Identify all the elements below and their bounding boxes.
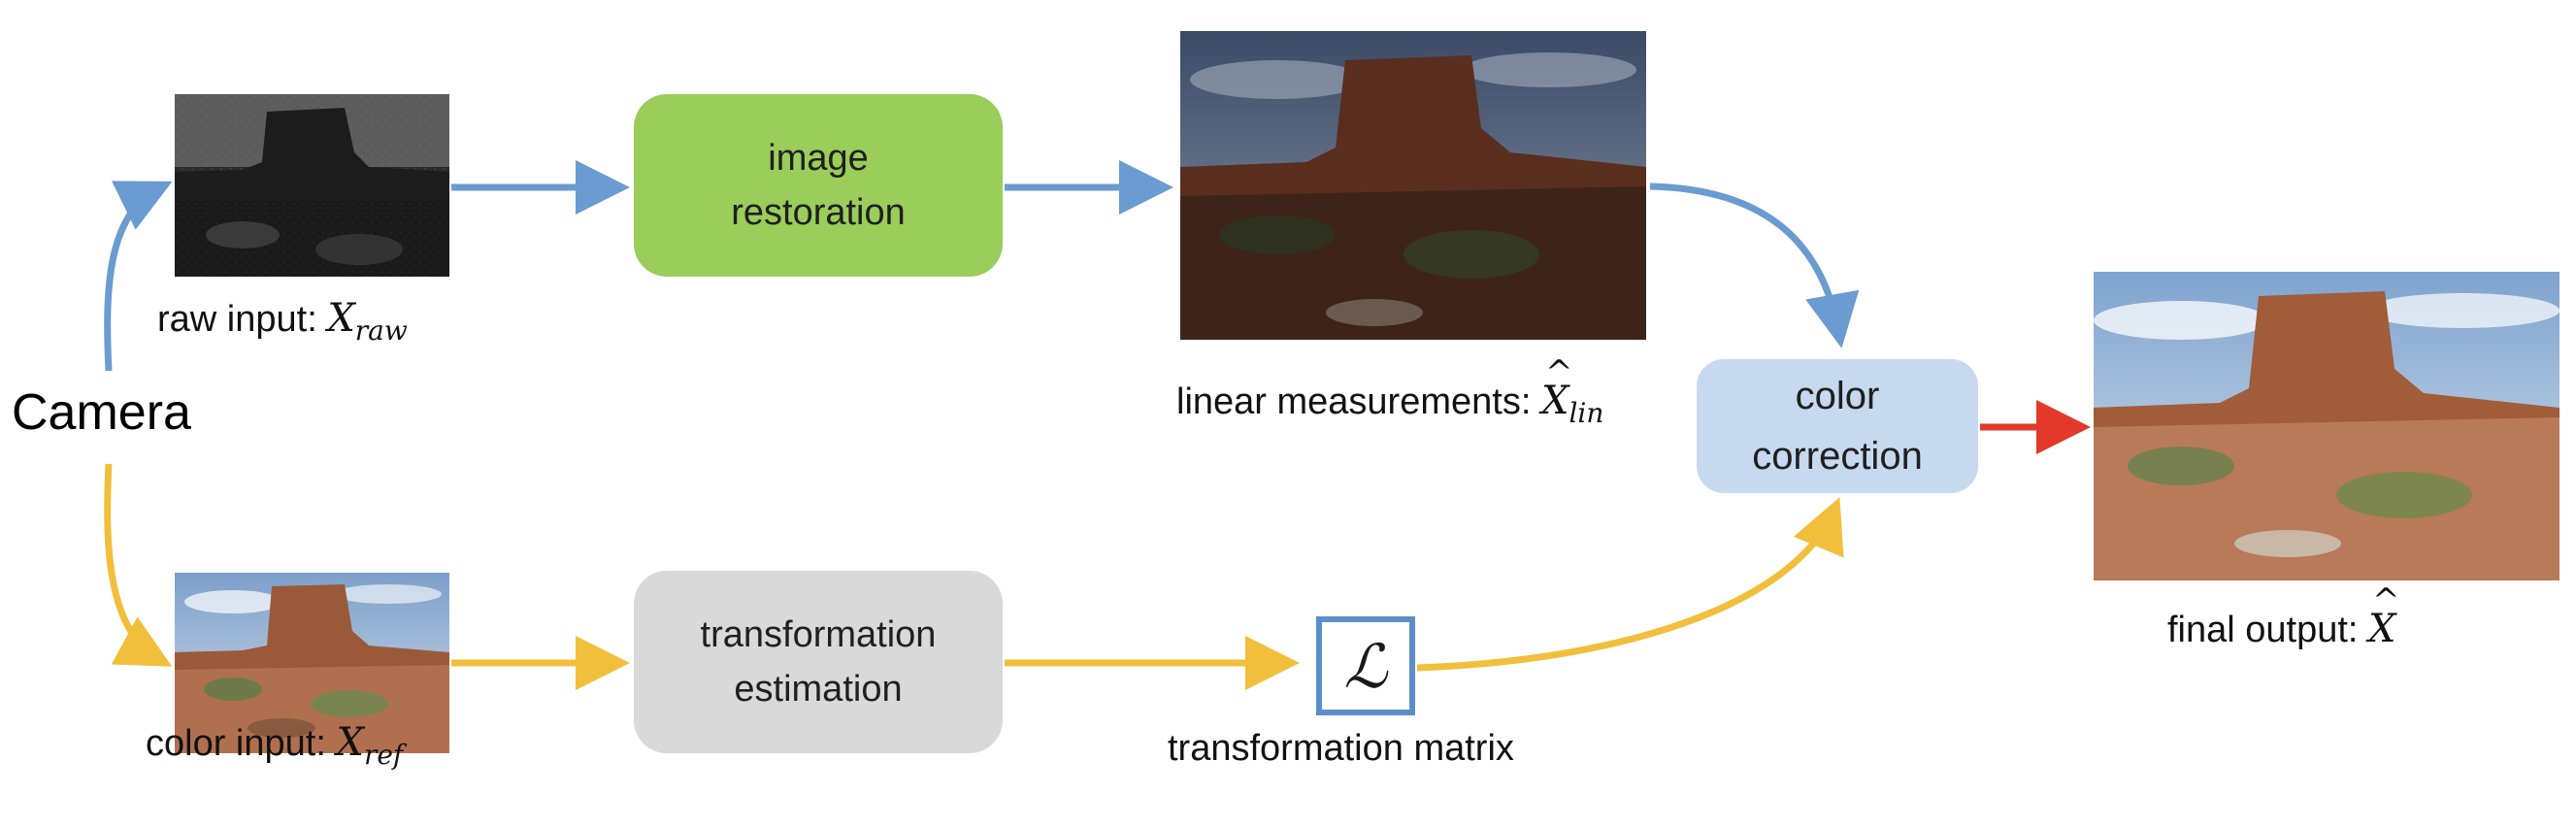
raw-input-symbol: Xraw bbox=[327, 296, 408, 347]
arrow-camera-to-color bbox=[104, 463, 173, 667]
arrow-matrix-to-correction bbox=[1416, 497, 1844, 672]
color-correction-line2: correction bbox=[1752, 435, 1923, 478]
linear-measurements-text: linear measurements: bbox=[1176, 381, 1532, 422]
transformation-matrix-caption: transformation matrix bbox=[1168, 728, 1514, 769]
raw-input-text: raw input: bbox=[157, 299, 317, 340]
final-output-symbol: X bbox=[2368, 581, 2400, 651]
camera-label: Camera bbox=[12, 384, 191, 441]
color-correction-line1: color bbox=[1795, 375, 1880, 417]
color-input-symbol: Xref bbox=[336, 720, 404, 771]
arrow-linear-to-correction bbox=[1649, 182, 1860, 348]
image-restoration-line2: restoration bbox=[731, 192, 906, 233]
color-correction-block: color correction bbox=[1697, 359, 1978, 493]
final-output-text: final output: bbox=[2167, 610, 2359, 650]
color-input-text: color input: bbox=[146, 723, 326, 764]
transformation-estimation-line1: transformation bbox=[700, 614, 937, 655]
color-input-label: color input: Xref bbox=[146, 720, 403, 771]
final-output-label: final output: X bbox=[2167, 581, 2400, 651]
color-input-image bbox=[175, 573, 449, 753]
image-restoration-line1: image bbox=[768, 138, 869, 179]
raw-input-image bbox=[175, 94, 449, 277]
linear-measurements-image bbox=[1180, 31, 1646, 340]
transformation-estimation-line2: estimation bbox=[734, 669, 903, 710]
linear-measurements-symbol: Xlin bbox=[1541, 353, 1603, 429]
arrow-camera-to-raw bbox=[104, 181, 173, 372]
transformation-matrix-symbol: ℒ bbox=[1316, 616, 1415, 715]
transformation-estimation-block: transformation estimation bbox=[634, 571, 1003, 753]
raw-input-label: raw input: Xraw bbox=[157, 296, 408, 347]
image-restoration-block: image restoration bbox=[634, 94, 1003, 277]
linear-measurements-label: linear measurements: Xlin bbox=[1176, 353, 1603, 429]
final-output-image bbox=[2094, 272, 2559, 580]
